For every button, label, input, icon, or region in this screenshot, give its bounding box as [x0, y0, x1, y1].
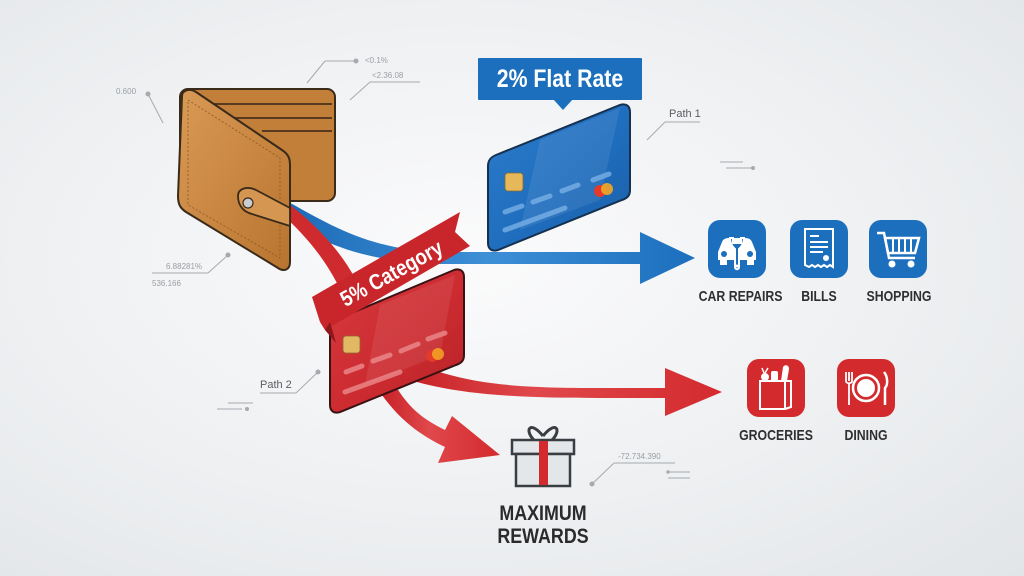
flat-rate-label: 2% Flat Rate	[496, 65, 624, 93]
bills-tile[interactable]	[790, 220, 848, 278]
groceries-tile[interactable]	[747, 359, 805, 417]
path-2-label: Path 2	[260, 379, 292, 391]
shopping-label: SHOPPING	[866, 288, 932, 305]
car-wrench-icon	[718, 237, 756, 271]
dining-tile[interactable]	[837, 359, 895, 417]
car-repairs-label: CAR REPAIRS	[698, 288, 783, 305]
card-chip-icon	[504, 172, 524, 192]
receipt-icon	[804, 228, 834, 269]
red-flow-arrow-rewards	[382, 385, 500, 463]
red-flow-arrow-groceries	[410, 365, 722, 416]
groceries-label: GROCERIES	[739, 427, 813, 444]
card-chip-icon-red	[342, 335, 361, 354]
rewards-line-1: MAXIMUM	[499, 502, 587, 525]
grocery-bag-icon	[759, 365, 792, 410]
annotation-value-6: -72.734.390	[618, 452, 661, 461]
red-flow-from-wallet	[283, 205, 365, 300]
maximum-rewards-label: MAXIMUM REWARDS	[488, 502, 599, 548]
annotation-value-4: 6.88281%	[166, 262, 203, 271]
annotation-value-1: 0.600	[116, 87, 137, 96]
annotation-value-2: <0.1%	[365, 56, 388, 65]
car-repairs-tile[interactable]	[708, 220, 766, 278]
flat-rate-badge: 2% Flat Rate	[478, 58, 642, 110]
plate-cutlery-icon	[845, 371, 889, 405]
dining-label: DINING	[844, 427, 888, 444]
annotation-value-5: 536.166	[152, 279, 181, 288]
rewards-line-2: REWARDS	[497, 525, 589, 548]
path-1-label: Path 1	[669, 108, 701, 120]
bills-label: BILLS	[801, 288, 837, 305]
blue-flow-arrow	[280, 200, 695, 284]
shopping-cart-icon	[877, 231, 921, 268]
shopping-tile[interactable]	[869, 220, 927, 278]
annotation-value-3: <2.36.08	[372, 71, 404, 80]
badge-pointer	[553, 99, 573, 110]
